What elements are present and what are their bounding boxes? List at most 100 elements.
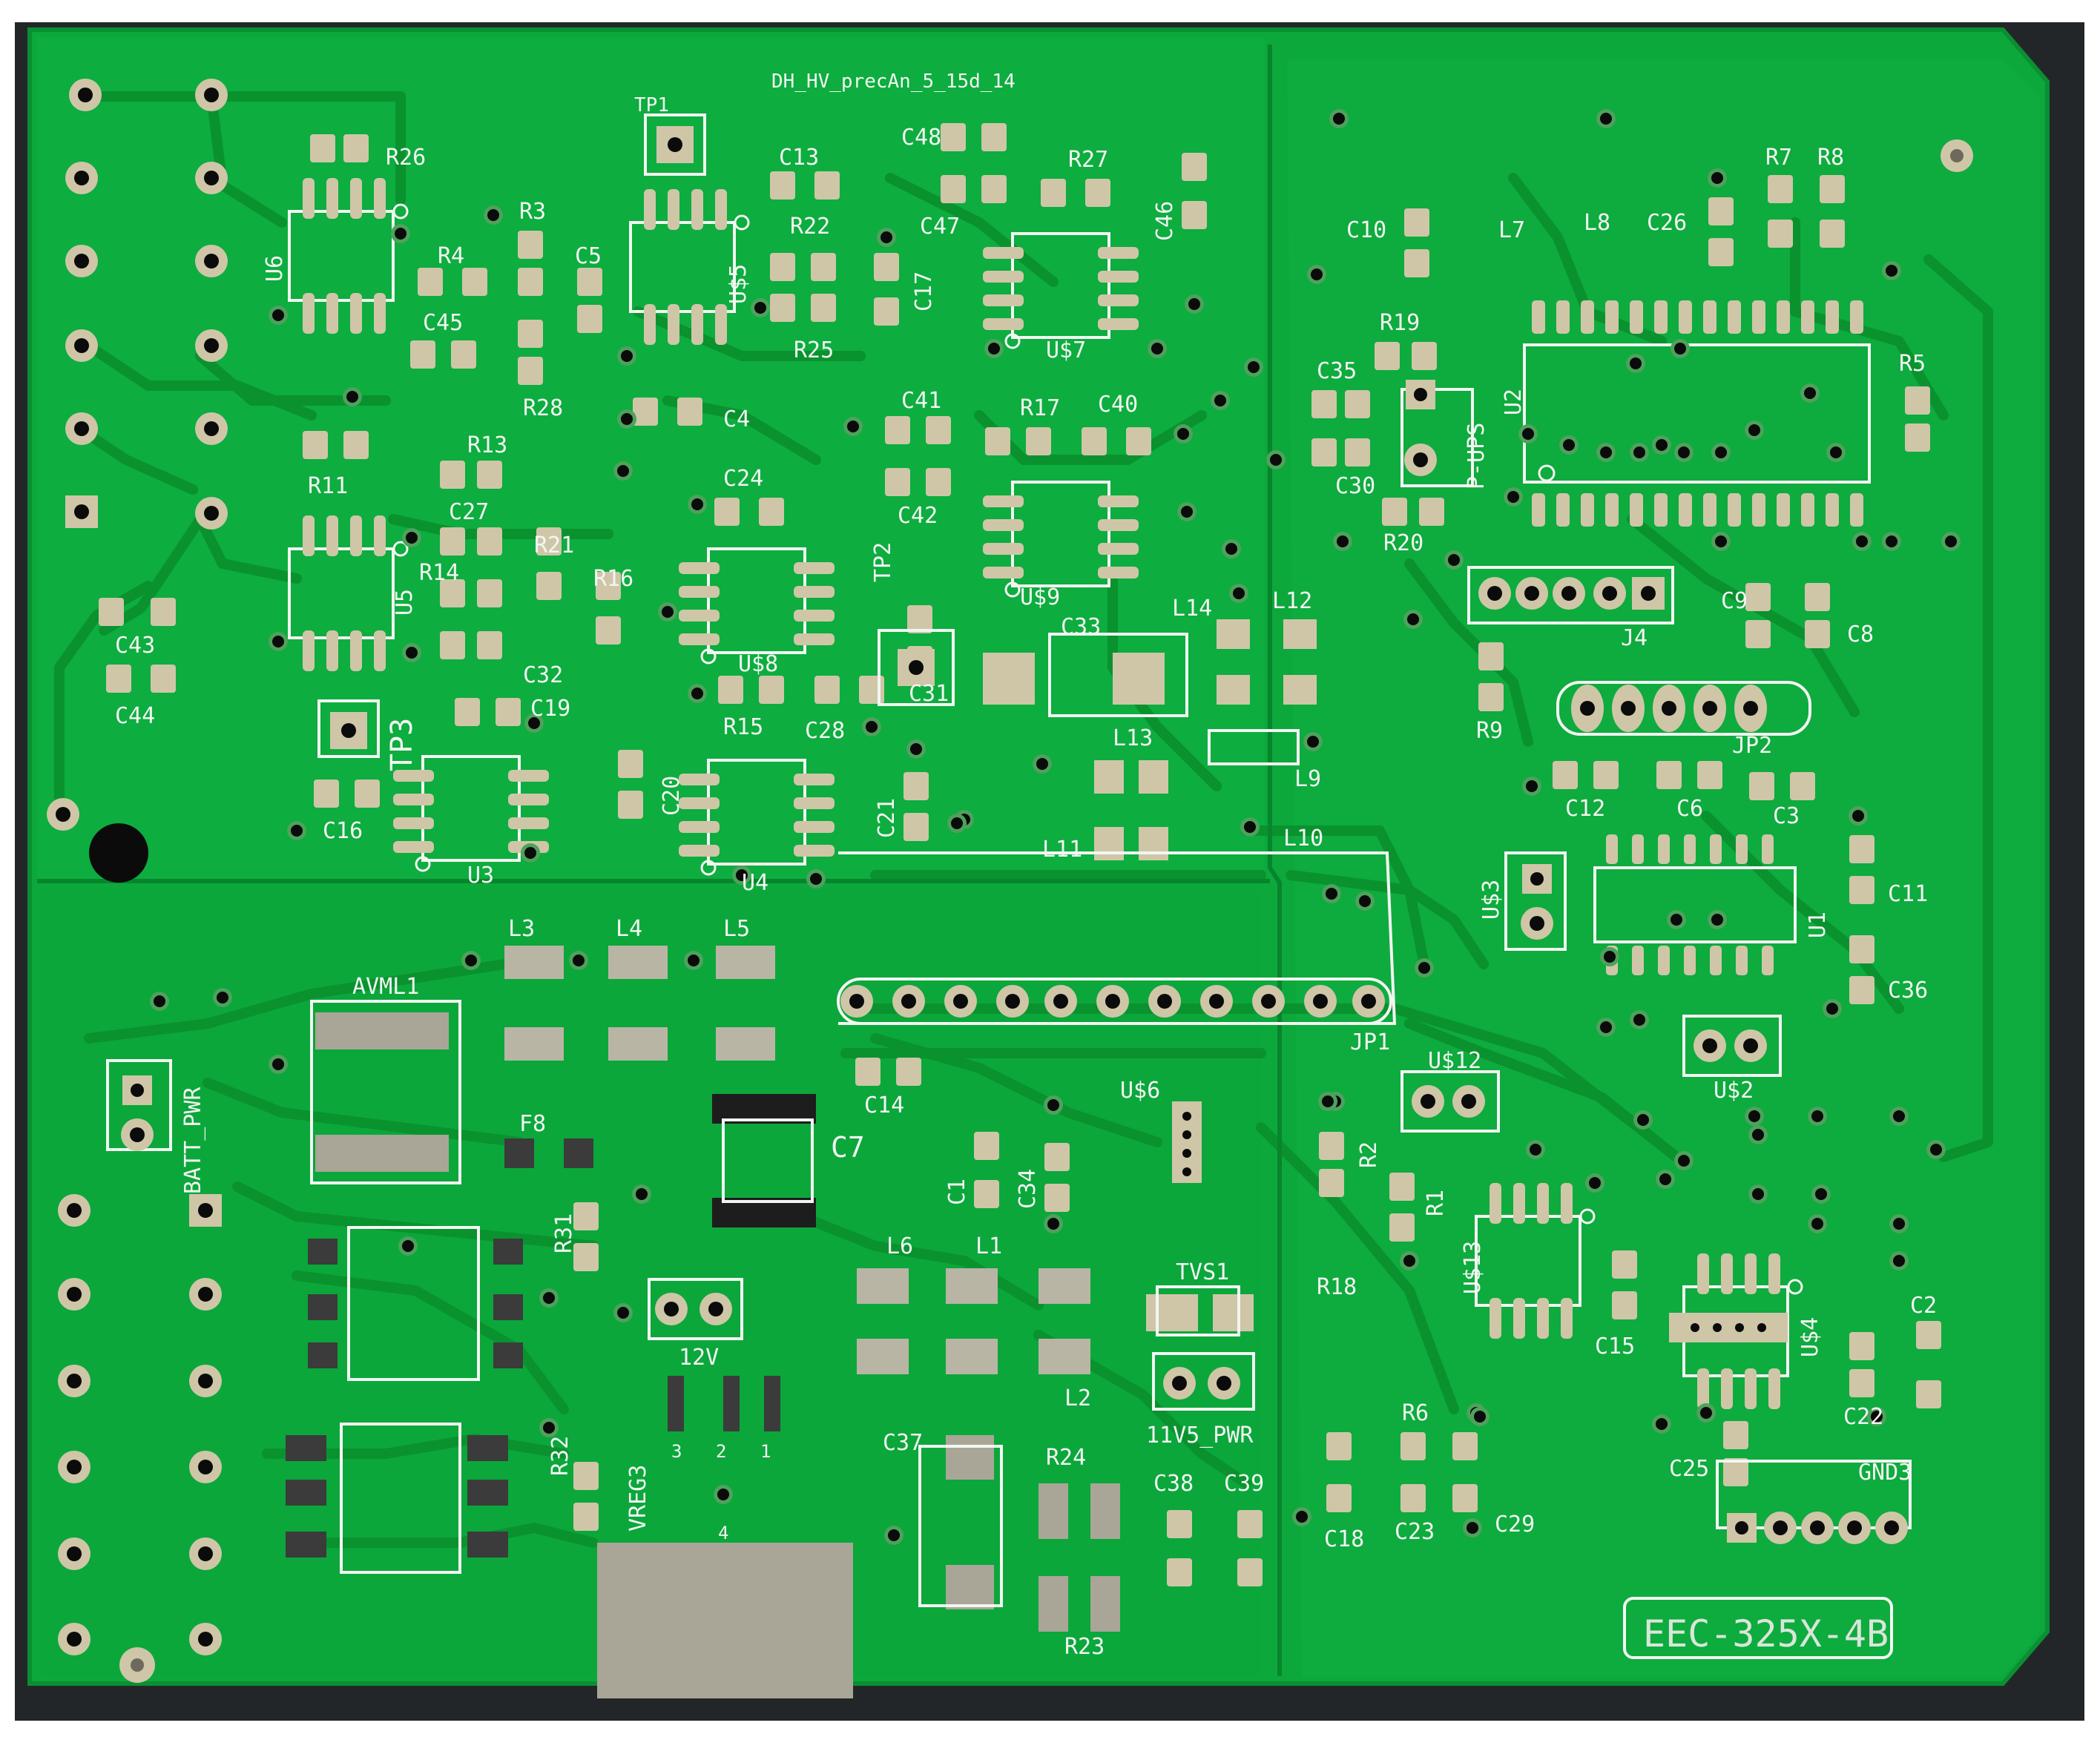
label-tp2: TP2 bbox=[870, 542, 896, 582]
label-c14: C14 bbox=[864, 1092, 904, 1118]
label-c34: C34 bbox=[1015, 1169, 1041, 1209]
label-c47: C47 bbox=[920, 214, 960, 240]
label-r21: R21 bbox=[534, 533, 574, 558]
label-c7: C7 bbox=[831, 1131, 865, 1164]
label-c40: C40 bbox=[1098, 392, 1138, 418]
label-l9: L9 bbox=[1294, 766, 1321, 792]
label-c32: C32 bbox=[523, 662, 563, 688]
label-c8: C8 bbox=[1847, 622, 1874, 647]
label-r26: R26 bbox=[386, 145, 426, 171]
label-c12: C12 bbox=[1565, 796, 1605, 822]
label-r27: R27 bbox=[1068, 147, 1108, 173]
label-c11: C11 bbox=[1888, 881, 1928, 907]
label-c15: C15 bbox=[1595, 1334, 1635, 1359]
label-r2: R2 bbox=[1356, 1141, 1382, 1168]
label-pin4: 4 bbox=[718, 1523, 728, 1543]
label-l8: L8 bbox=[1584, 210, 1610, 236]
label-c38: C38 bbox=[1153, 1471, 1194, 1497]
label-r11: R11 bbox=[308, 473, 348, 499]
label-pin2: 2 bbox=[716, 1441, 726, 1462]
label-l14: L14 bbox=[1172, 596, 1212, 622]
label-f8: F8 bbox=[519, 1111, 546, 1137]
label-c44: C44 bbox=[115, 703, 155, 729]
silkscreen-outlines bbox=[106, 113, 1912, 1659]
label-c39: C39 bbox=[1224, 1471, 1264, 1497]
label-c27: C27 bbox=[449, 499, 489, 525]
label-c25: C25 bbox=[1669, 1456, 1709, 1482]
label-c35: C35 bbox=[1317, 358, 1357, 384]
label-u8: U$8 bbox=[738, 651, 778, 677]
label-c13: C13 bbox=[779, 145, 819, 171]
label-c36: C36 bbox=[1888, 978, 1928, 1003]
label-l11: L11 bbox=[1042, 837, 1082, 863]
label-c43: C43 bbox=[115, 633, 155, 659]
label-11v5-pwr: 11V5_PWR bbox=[1146, 1423, 1254, 1448]
label-j4: J4 bbox=[1621, 625, 1648, 651]
label-r5: R5 bbox=[1899, 351, 1926, 377]
label-l12: L12 bbox=[1272, 588, 1312, 614]
label-u4b: U$4 bbox=[1797, 1317, 1823, 1357]
label-c41: C41 bbox=[901, 388, 941, 414]
label-u13: U$13 bbox=[1460, 1241, 1486, 1294]
label-r25: R25 bbox=[794, 337, 834, 363]
label-r16: R16 bbox=[593, 566, 633, 592]
label-r3: R3 bbox=[519, 199, 546, 225]
label-r23: R23 bbox=[1064, 1634, 1105, 1660]
label-r17: R17 bbox=[1020, 395, 1060, 421]
label-l7: L7 bbox=[1498, 217, 1525, 243]
label-pin1: 1 bbox=[760, 1441, 771, 1462]
label-c4: C4 bbox=[723, 406, 750, 432]
label-r32: R32 bbox=[547, 1436, 573, 1476]
label-c42: C42 bbox=[898, 503, 938, 529]
label-r14: R14 bbox=[419, 560, 459, 586]
connector-jp2 bbox=[1571, 685, 1767, 732]
label-c6: C6 bbox=[1676, 796, 1703, 822]
mounting-hole bbox=[89, 823, 148, 883]
label-r28: R28 bbox=[523, 395, 563, 421]
label-c10: C10 bbox=[1346, 217, 1386, 243]
label-u7: U$7 bbox=[1046, 337, 1086, 363]
label-c26: C26 bbox=[1647, 210, 1687, 236]
label-l1: L1 bbox=[975, 1233, 1002, 1259]
label-c5: C5 bbox=[575, 243, 602, 269]
label-r18: R18 bbox=[1317, 1274, 1357, 1300]
board-title: DH_HV_precAn_5_15d_14 bbox=[771, 70, 1016, 93]
label-r19: R19 bbox=[1380, 310, 1420, 336]
label-c1: C1 bbox=[944, 1179, 970, 1205]
label-r31: R31 bbox=[551, 1213, 577, 1253]
label-pin3: 3 bbox=[671, 1441, 682, 1462]
label-avml1: AVML1 bbox=[352, 974, 419, 1000]
label-tp1: TP1 bbox=[634, 94, 669, 116]
label-c45: C45 bbox=[423, 310, 463, 336]
silkscreen-labels: DH_HV_precAn_5_15d_14 R26 U6 R3 R4 C5 C4… bbox=[115, 70, 1937, 1660]
two-pin-headers bbox=[121, 380, 1788, 1400]
label-u6: U6 bbox=[262, 255, 288, 282]
label-c29: C29 bbox=[1495, 1512, 1535, 1537]
label-c37: C37 bbox=[883, 1430, 923, 1456]
label-u3: U3 bbox=[467, 863, 494, 889]
label-gnd3: GND3 bbox=[1858, 1460, 1912, 1486]
label-c16: C16 bbox=[323, 818, 363, 844]
label-c18: C18 bbox=[1324, 1526, 1364, 1552]
label-l2: L2 bbox=[1064, 1385, 1091, 1411]
label-vreg3: VREG3 bbox=[625, 1465, 651, 1532]
inductor-pads bbox=[286, 619, 1317, 1698]
ic-u1 bbox=[1593, 834, 1797, 975]
label-c48: C48 bbox=[901, 125, 941, 151]
connector-j4 bbox=[1478, 577, 1665, 610]
label-c30: C30 bbox=[1335, 473, 1375, 499]
board-part-number: EEC-325X-4B bbox=[1643, 1612, 1889, 1655]
label-r22: R22 bbox=[790, 214, 830, 240]
label-jp2: JP2 bbox=[1732, 733, 1772, 759]
label-jp1: JP1 bbox=[1350, 1029, 1390, 1055]
label-l10: L10 bbox=[1283, 825, 1323, 851]
label-c9: C9 bbox=[1721, 588, 1748, 614]
label-r13: R13 bbox=[467, 432, 507, 458]
label-r20: R20 bbox=[1383, 530, 1423, 556]
label-c22: C22 bbox=[1843, 1404, 1883, 1430]
label-u9: U$9 bbox=[1020, 584, 1060, 610]
label-u6b: U$6 bbox=[1120, 1078, 1160, 1104]
label-c28-top: C28 bbox=[805, 718, 845, 744]
